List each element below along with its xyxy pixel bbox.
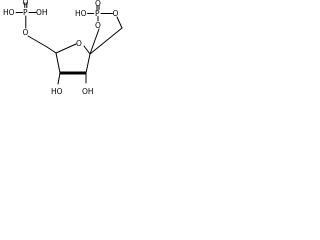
atom-oh-p2: HO xyxy=(75,9,87,18)
bond-ch2-c5 xyxy=(46,46,57,54)
bonds xyxy=(15,2,123,85)
atom-o-ring: O xyxy=(76,39,82,48)
atom-p1: P xyxy=(23,8,28,17)
atom-oh-p1-left: HO xyxy=(3,8,15,17)
atom-p2: P xyxy=(95,9,100,18)
bond-c2-o-ring2 xyxy=(89,28,100,55)
atom-oh-p1-right: OH xyxy=(36,8,48,17)
atom-o-p1-top: O xyxy=(23,0,29,7)
bond-c4-oh xyxy=(57,72,61,85)
atom-o-p1-ester: O xyxy=(23,28,29,37)
bond-c3-c4-wedge xyxy=(59,71,87,75)
bond-c-c2 xyxy=(89,27,123,55)
bond-c2-c3 xyxy=(85,53,91,74)
atom-o-p2-right: O xyxy=(113,9,119,18)
atom-labels: HO P OH O O O HO O P O O HO OH xyxy=(3,0,119,96)
chemical-structure: HO P OH O O O HO O P O O HO OH xyxy=(3,0,123,96)
bond-c5-o-ring xyxy=(55,43,77,54)
bond-o-right-c xyxy=(116,16,123,29)
bond-o-ch2 xyxy=(27,35,48,48)
atom-o-p2-ring: O xyxy=(95,21,101,30)
atom-o-p2-double: O xyxy=(95,0,101,8)
atom-oh-c3: OH xyxy=(82,87,94,96)
bond-o-ring-c2 xyxy=(83,45,91,55)
atom-oh-c4: HO xyxy=(51,87,63,96)
bond-c4-c5 xyxy=(55,52,61,74)
